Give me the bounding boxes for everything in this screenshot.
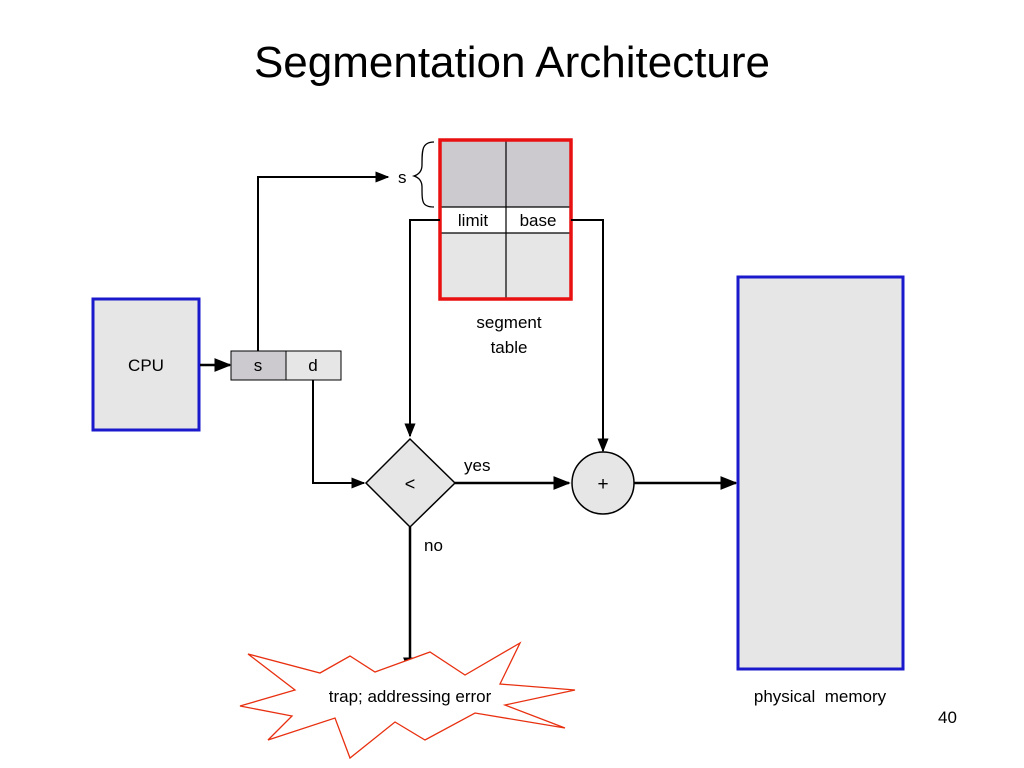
add-symbol: +	[597, 474, 608, 495]
segment-table-label-line1: segment	[476, 313, 541, 332]
slide-title: Segmentation Architecture	[253, 38, 771, 87]
segment-index-brace	[411, 141, 435, 208]
segment-table-bottom-right	[506, 233, 571, 299]
base-label: base	[520, 211, 557, 230]
address-s-label: s	[254, 356, 263, 375]
address-d-label: d	[308, 356, 317, 375]
cpu-box	[91, 297, 201, 432]
limit-label: limit	[458, 211, 488, 230]
address-d-cell	[285, 350, 342, 381]
trap-label: trap; addressing error	[329, 687, 492, 706]
trap-burst	[239, 641, 576, 760]
physical-memory-box	[736, 275, 905, 671]
address-s-cell	[230, 350, 287, 381]
segment-table-top-left	[440, 140, 506, 207]
offset-arrow	[312, 380, 366, 489]
base-arrow	[571, 219, 609, 453]
page-number: 40	[938, 708, 957, 727]
limit-arrow	[404, 219, 440, 438]
cpu-label: CPU	[128, 356, 164, 375]
segment-index-arrow	[257, 171, 390, 351]
compare-symbol: <	[405, 474, 416, 494]
segment-table-top-right	[506, 140, 571, 207]
segment-table-bottom-left	[440, 233, 506, 299]
segment-table-label-line2: table	[491, 338, 528, 357]
no-label: no	[424, 536, 443, 555]
physical-memory-label: physical memory	[754, 687, 887, 706]
yes-label: yes	[464, 456, 490, 475]
segment-index-label: s	[398, 168, 407, 187]
